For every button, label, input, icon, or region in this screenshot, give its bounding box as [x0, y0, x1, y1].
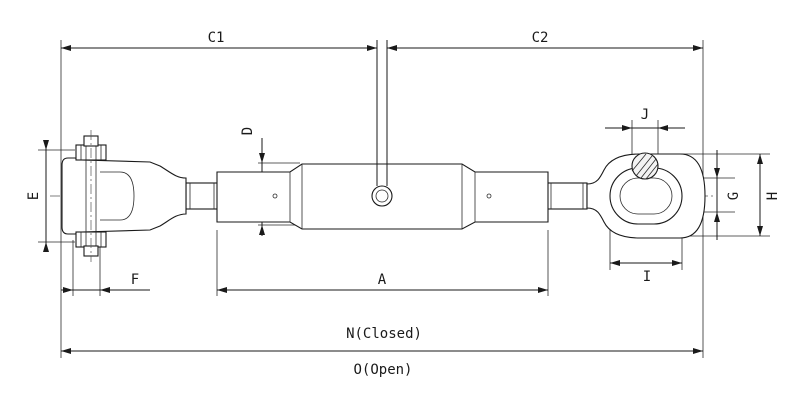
- label-n-closed: N(Closed): [346, 326, 422, 342]
- label-f: F: [131, 272, 139, 288]
- label-c2: C2: [532, 30, 549, 46]
- label-c1: C1: [208, 30, 225, 46]
- turnbuckle-body: [50, 40, 715, 262]
- label-h: H: [765, 192, 781, 200]
- label-i: I: [643, 269, 651, 285]
- label-o-open: O(Open): [353, 362, 412, 378]
- label-a: A: [378, 272, 387, 288]
- label-g: G: [726, 192, 742, 200]
- label-j: J: [641, 107, 649, 123]
- label-d: D: [240, 127, 256, 135]
- label-e: E: [26, 192, 42, 200]
